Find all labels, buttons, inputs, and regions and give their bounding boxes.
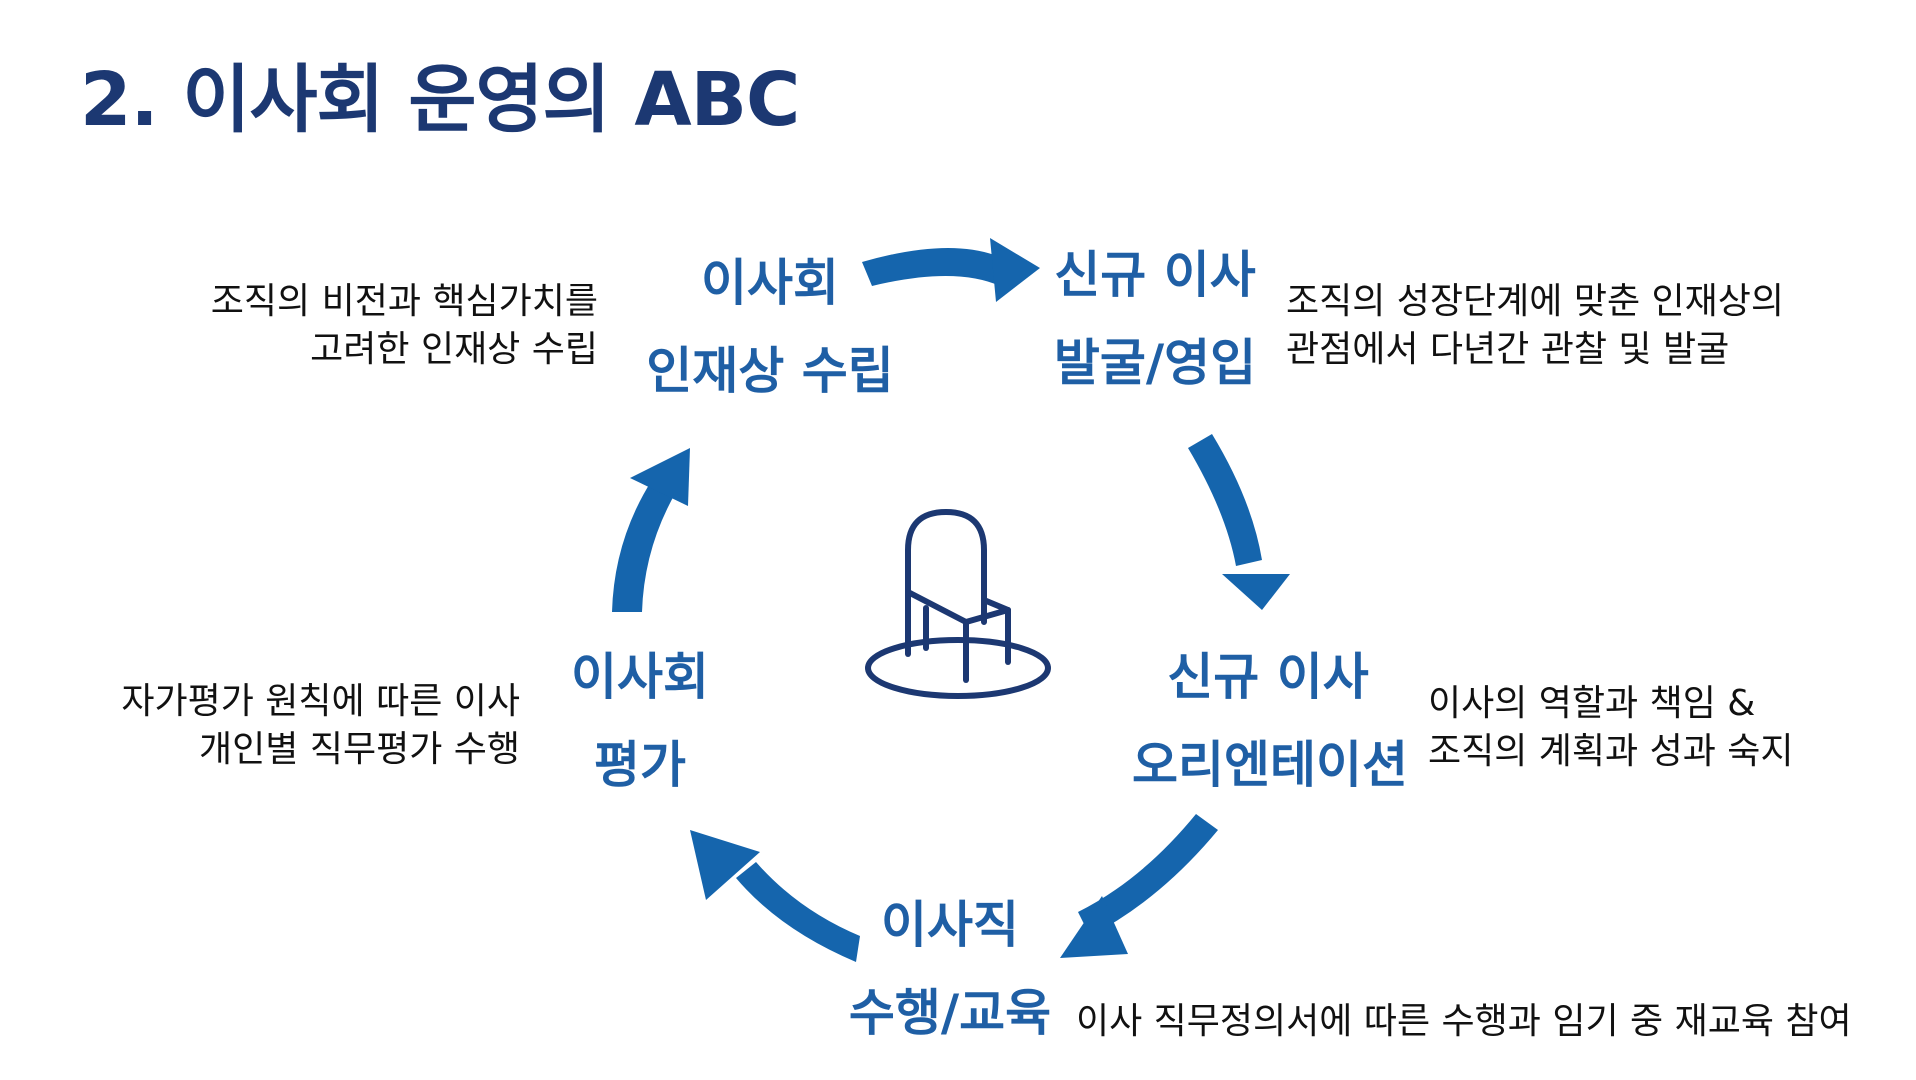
chair-icon: [865, 509, 1051, 699]
stage-4-description: 이사 직무정의서에 따른 수행과 임기 중 재교육 참여: [1076, 998, 1852, 1046]
stage-2-subtitle: 발굴/영입: [1053, 334, 1257, 392]
stage-1-subtitle: 인재상 수립: [646, 342, 894, 400]
arrow-left-icon: [612, 448, 690, 612]
stage-1-description-line: 조직의 비전과 핵심가치를: [210, 281, 598, 322]
stage-1-description-line: 고려한 인재상 수립: [310, 329, 598, 370]
stage-2-description-line: 관점에서 다년간 관찰 및 발굴: [1286, 329, 1730, 370]
stage-4-description-line: 이사 직무정의서에 따른 수행과 임기 중 재교육 참여: [1076, 1001, 1852, 1042]
stage-2-description: 조직의 성장단계에 맞춘 인재상의 관점에서 다년간 관찰 및 발굴: [1286, 278, 1784, 374]
stage-5-description-line: 자가평가 원칙에 따른 이사: [121, 681, 520, 722]
stage-5-description: 자가평가 원칙에 따른 이사 개인별 직무평가 수행: [121, 678, 520, 774]
stage-3-description: 이사의 역할과 책임 & 조직의 계획과 성과 숙지: [1428, 680, 1794, 776]
arrow-bottom-right-icon: [1060, 814, 1218, 958]
stage-5-label: 이사회 평가: [540, 652, 740, 790]
stage-2-description-line: 조직의 성장단계에 맞춘 인재상의: [1286, 281, 1785, 322]
stage-5-title: 이사회: [571, 648, 709, 706]
stage-2-title: 신규 이사: [1054, 246, 1256, 304]
arrow-right-icon: [1188, 434, 1290, 610]
arrow-top-icon: [862, 238, 1040, 302]
stage-3-description-line: 이사의 역할과 책임 &: [1428, 683, 1756, 724]
stage-3-title: 신규 이사: [1167, 648, 1369, 706]
page-title: 2. 이사회 운영의 ABC: [80, 57, 800, 143]
stage-1-description: 조직의 비전과 핵심가치를 고려한 인재상 수립: [211, 278, 598, 374]
stage-4-subtitle: 수행/교육: [848, 984, 1052, 1042]
stage-4-title: 이사직: [881, 896, 1019, 954]
stage-1-title: 이사회: [701, 254, 839, 312]
stage-5-description-line: 개인별 직무평가 수행: [199, 729, 520, 770]
stage-5-subtitle: 평가: [594, 736, 686, 794]
stage-2-label: 신규 이사 발굴/영입: [1030, 250, 1280, 388]
stage-3-subtitle: 오리엔테이션: [1132, 736, 1408, 794]
stage-3-label: 신규 이사 오리엔테이션: [1132, 648, 1408, 794]
stage-1-label: 이사회 인재상 수립: [640, 258, 900, 396]
stage-4-label: 이사직 수행/교육: [840, 900, 1060, 1038]
stage-3-description-line: 조직의 계획과 성과 숙지: [1428, 731, 1794, 772]
arrow-bottom-left-icon: [690, 830, 860, 962]
